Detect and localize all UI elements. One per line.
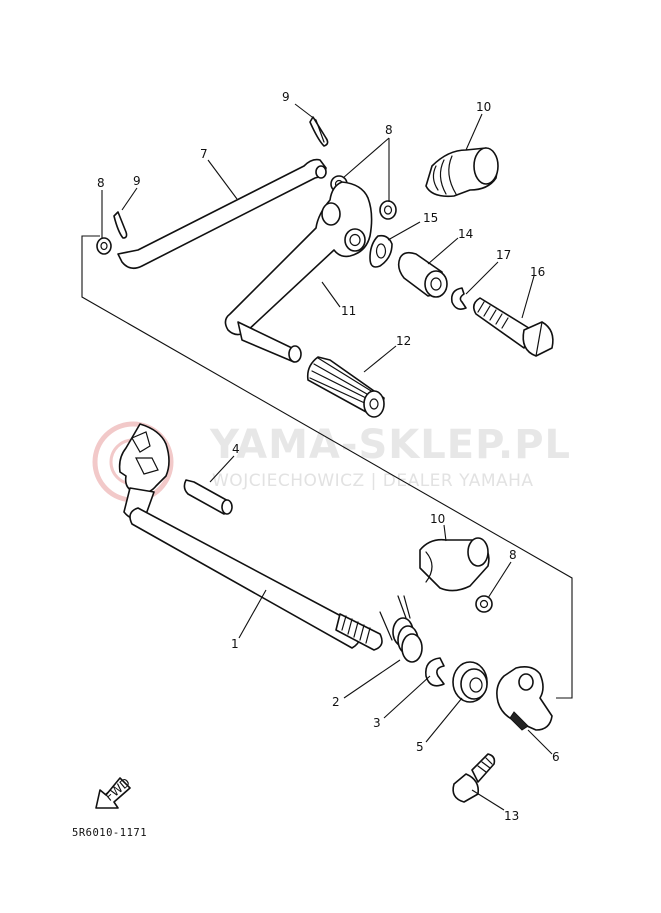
shift-arm [496, 666, 553, 731]
callout-12: 12 [396, 334, 411, 348]
callout-9-upper: 9 [282, 90, 290, 104]
callout-11: 11 [341, 304, 356, 318]
collar [397, 251, 448, 298]
bolt-lower [452, 753, 496, 803]
bolt-upper [472, 297, 554, 357]
callouts: 7 9 8 9 8 10 15 14 17 16 11 12 4 10 8 1 … [97, 90, 560, 823]
callout-8-left: 8 [97, 176, 105, 190]
rubber-boot-lower [419, 537, 490, 592]
dowel-pin [183, 479, 233, 515]
callout-3: 3 [373, 716, 381, 730]
callout-10-upper: 10 [476, 100, 491, 114]
leader-lines [101, 103, 553, 811]
callout-16: 16 [530, 265, 545, 279]
callout-1: 1 [231, 637, 239, 651]
callout-15: 15 [423, 211, 438, 225]
callout-6: 6 [552, 750, 560, 764]
oil-seal [452, 661, 488, 703]
seal [369, 234, 393, 268]
cotter-pin-left [113, 211, 128, 239]
shift-shaft [118, 423, 383, 651]
callout-5: 5 [416, 740, 424, 754]
callout-4: 4 [232, 442, 240, 456]
callout-2: 2 [332, 695, 340, 709]
torsion-spring [379, 595, 423, 663]
callout-8-lower: 8 [509, 548, 517, 562]
shift-rod [117, 158, 327, 270]
watermark-title: YAMA-SKLEP.PL [209, 422, 571, 468]
rubber-boot-upper [425, 147, 499, 198]
circlip-upper [450, 287, 467, 310]
callout-8-upper: 8 [385, 123, 393, 137]
callout-17: 17 [496, 248, 511, 262]
cotter-pin-upper [309, 116, 329, 147]
washer-left [96, 237, 112, 255]
fwd-arrow-icon: FWD [95, 775, 133, 809]
callout-10-lower: 10 [430, 512, 445, 526]
callout-14: 14 [458, 227, 473, 241]
watermark-subtitle: WOJCIECHOWICZ | DEALER YAMAHA [212, 471, 534, 491]
callout-7: 7 [200, 147, 208, 161]
shift-pedal [224, 181, 373, 363]
watermark: YAMA-SKLEP.PL WOJCIECHOWICZ | DEALER YAM… [92, 421, 571, 503]
circlip-lower [424, 657, 445, 687]
callout-13: 13 [504, 809, 519, 823]
callout-9-left: 9 [133, 174, 141, 188]
diagram-code: 5R6010-1171 [72, 827, 147, 839]
assembly-outline [81, 235, 573, 699]
washer-lower [475, 595, 493, 613]
washer-upper-right [379, 200, 397, 220]
footrest-rubber [306, 356, 385, 418]
